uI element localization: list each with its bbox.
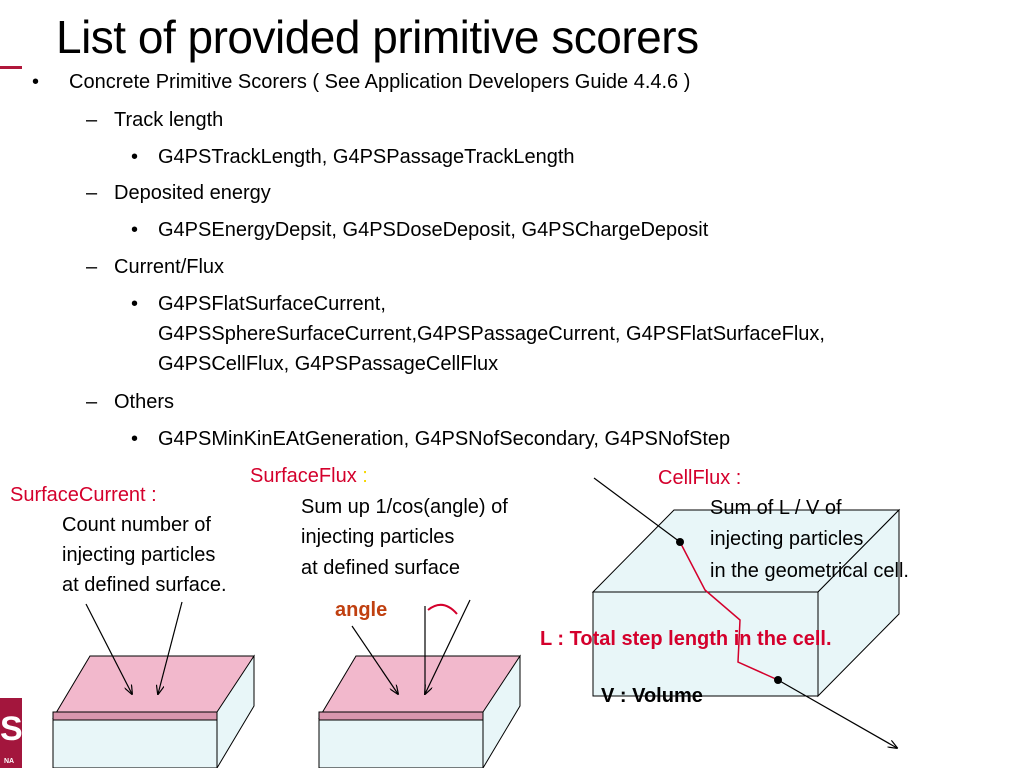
cell-flux-box bbox=[591, 508, 901, 698]
cell-flux-desc: Sum of L / V of bbox=[710, 497, 842, 519]
section-heading-text: Track length bbox=[114, 109, 224, 131]
section-item: •G4PSTrackLength, G4PSPassageTrackLength bbox=[131, 146, 575, 168]
logo-caption: NA bbox=[4, 758, 15, 765]
page-title: List of provided primitive scorers bbox=[56, 11, 699, 63]
surface-flux-box bbox=[318, 654, 521, 768]
section-item-text: G4PSEnergyDepsit, G4PSDoseDeposit, G4PSC… bbox=[158, 219, 709, 241]
outgoing-track bbox=[777, 679, 897, 748]
cell-flux-label: CellFlux : bbox=[658, 467, 742, 489]
section-heading-text: Deposited energy bbox=[114, 182, 271, 204]
surface-current-box bbox=[52, 654, 255, 768]
v-definition: V : Volume bbox=[601, 685, 703, 707]
cell-flux-desc: injecting particles bbox=[710, 528, 864, 550]
section-item: •G4PSEnergyDepsit, G4PSDoseDeposit, G4PS… bbox=[131, 219, 709, 241]
section-item-continuation: G4PSCellFlux, G4PSPassageCellFlux bbox=[158, 353, 499, 375]
incoming-track bbox=[593, 477, 681, 543]
surface-flux-arrow bbox=[351, 625, 398, 694]
section-item: •G4PSMinKinEAtGeneration, G4PSNofSeconda… bbox=[131, 428, 731, 450]
surface-flux-label-line: SurfaceFlux : bbox=[250, 461, 368, 491]
title-accent-dash bbox=[0, 66, 22, 69]
surface-flux-arrow bbox=[425, 599, 471, 694]
l-definition: L : Total step length in the cell. bbox=[540, 628, 832, 650]
surface-flux-desc: Sum up 1/cos(angle) of bbox=[301, 496, 508, 518]
section-heading: –Track length bbox=[86, 109, 224, 131]
section-item: •G4PSFlatSurfaceCurrent, bbox=[131, 293, 386, 315]
section-item-continuation: G4PSSphereSurfaceCurrent,G4PSPassageCurr… bbox=[158, 323, 825, 345]
section-heading: –Deposited energy bbox=[86, 182, 271, 204]
logo-letter: S bbox=[0, 710, 22, 748]
section-item-text: G4PSFlatSurfaceCurrent, bbox=[158, 293, 386, 315]
entry-point bbox=[676, 538, 684, 546]
exit-point bbox=[774, 676, 782, 684]
section-heading-text: Others bbox=[114, 391, 175, 413]
surface-current-desc: injecting particles bbox=[62, 544, 216, 566]
surface-current-desc: at defined surface. bbox=[62, 574, 227, 596]
bullet-main-text: Concrete Primitive Scorers ( See Applica… bbox=[69, 71, 691, 93]
surface-current-arrow bbox=[158, 601, 183, 694]
section-item-text: G4PSMinKinEAtGeneration, G4PSNofSecondar… bbox=[158, 428, 731, 450]
logo: S NA bbox=[0, 698, 22, 768]
surface-flux-desc: injecting particles bbox=[301, 526, 455, 548]
surface-flux-desc: at defined surface bbox=[301, 557, 460, 579]
step-path bbox=[679, 541, 779, 681]
surface-current-label: SurfaceCurrent : bbox=[10, 484, 157, 506]
surface-flux-label: SurfaceFlux bbox=[250, 465, 357, 487]
surface-current-arrow bbox=[85, 603, 132, 694]
section-heading-text: Current/Flux bbox=[114, 256, 225, 278]
section-heading: –Others bbox=[86, 391, 175, 413]
section-item-text: G4PSTrackLength, G4PSPassageTrackLength bbox=[158, 146, 575, 168]
surface-current-desc: Count number of bbox=[62, 514, 211, 536]
surface-flux-colon: : bbox=[362, 465, 368, 487]
angle-arc bbox=[427, 603, 458, 615]
section-heading: –Current/Flux bbox=[86, 256, 225, 278]
bullet-main: •Concrete Primitive Scorers ( See Applic… bbox=[32, 71, 691, 93]
cell-flux-desc: in the geometrical cell. bbox=[710, 560, 909, 582]
angle-label: angle bbox=[335, 599, 388, 621]
